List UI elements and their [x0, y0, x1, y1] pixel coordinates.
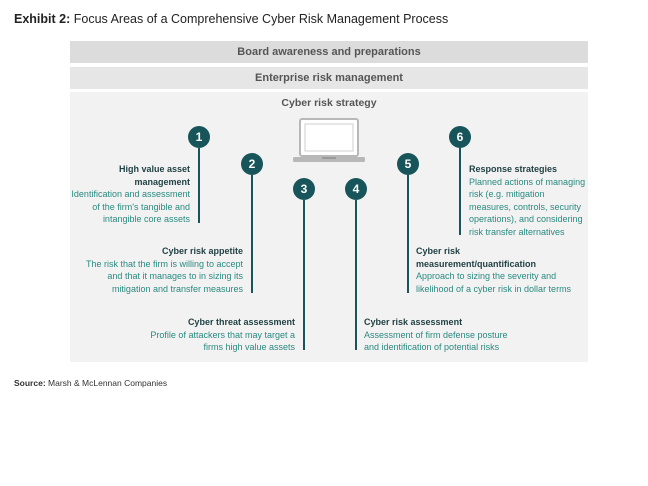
band-board-awareness: Board awareness and preparations [70, 41, 588, 63]
area-1-text: High value asset management Identificati… [10, 163, 190, 226]
area-4-heading-line: Cyber risk assessment [364, 317, 463, 327]
connector-line-5 [407, 175, 409, 293]
exhibit-title-text: Focus Areas of a Comprehensive Cyber Ris… [73, 12, 449, 26]
exhibit-title: Exhibit 2: Focus Areas of a Comprehensiv… [14, 12, 448, 26]
area-3-body-line: Profile of attackers that may target a [150, 329, 295, 340]
source-label: Source: [14, 378, 46, 388]
area-2-body-line: mitigation and transfer measures [111, 283, 243, 294]
connector-line-2 [251, 175, 253, 293]
step-6-badge: 6 [449, 126, 471, 148]
exhibit-label: Exhibit 2: [14, 12, 71, 26]
area-5-body-line: Approach to sizing the severity and [416, 271, 557, 281]
area-2-body-line: and that it manages to in sizing its [107, 271, 243, 281]
band-cyber-risk-strategy: Cyber risk strategy [281, 97, 377, 109]
step-1-badge: 1 [188, 126, 210, 148]
area-1-body-line: intangible core assets [102, 214, 190, 224]
band-enterprise-risk: Enterprise risk management [70, 67, 588, 89]
area-2-body-line: The risk that the firm is willing to acc… [85, 258, 243, 269]
step-5-badge: 5 [397, 153, 419, 175]
connector-line-3 [303, 200, 305, 350]
area-6-body-line: risk (e.g. mitigation [469, 189, 545, 199]
area-1-heading-line: management [134, 176, 190, 187]
source-note: Source: Marsh & McLennan Companies [14, 378, 167, 388]
area-3-text: Cyber threat assessment Profile of attac… [95, 316, 295, 354]
area-3-heading-line: Cyber threat assessment [187, 317, 295, 327]
area-2-text: Cyber risk appetite The risk that the fi… [43, 245, 243, 295]
area-1-body-line: Identification and assessment [71, 189, 190, 199]
area-6-body-line: risk transfer alternatives [469, 226, 565, 237]
connector-line-6 [459, 148, 461, 235]
area-2-heading-line: Cyber risk appetite [161, 246, 243, 256]
area-3-body-line: firms high value assets [203, 342, 295, 352]
area-1-heading-line: High value asset [118, 164, 190, 174]
laptop-icon [293, 118, 365, 162]
connector-line-1 [198, 148, 200, 223]
area-6-body-line: Planned actions of managing [469, 176, 586, 187]
area-4-body-line: and identification of potential risks [364, 342, 500, 352]
area-5-heading-line: Cyber risk [416, 246, 461, 256]
step-3-badge: 3 [293, 178, 315, 200]
step-4-badge: 4 [345, 178, 367, 200]
source-text: Marsh & McLennan Companies [48, 378, 168, 388]
area-6-text: Response strategies Planned actions of m… [469, 163, 594, 238]
area-5-text: Cyber risk measurement/quantification Ap… [416, 245, 586, 295]
area-5-body-line: likelihood of a cyber risk in dollar ter… [416, 283, 572, 294]
area-4-text: Cyber risk assessment Assessment of firm… [364, 316, 564, 354]
area-6-heading-line: Response strategies [469, 164, 558, 174]
area-1-body-line: of the firm's tangible and [92, 201, 190, 212]
connector-line-4 [355, 200, 357, 350]
area-4-body-line: Assessment of firm defense posture [364, 329, 508, 340]
area-6-body-line: measures, controls, security [469, 201, 582, 212]
area-5-heading-line: measurement/quantification [416, 258, 537, 269]
area-6-body-line: operations), and considering [469, 214, 583, 224]
step-2-badge: 2 [241, 153, 263, 175]
